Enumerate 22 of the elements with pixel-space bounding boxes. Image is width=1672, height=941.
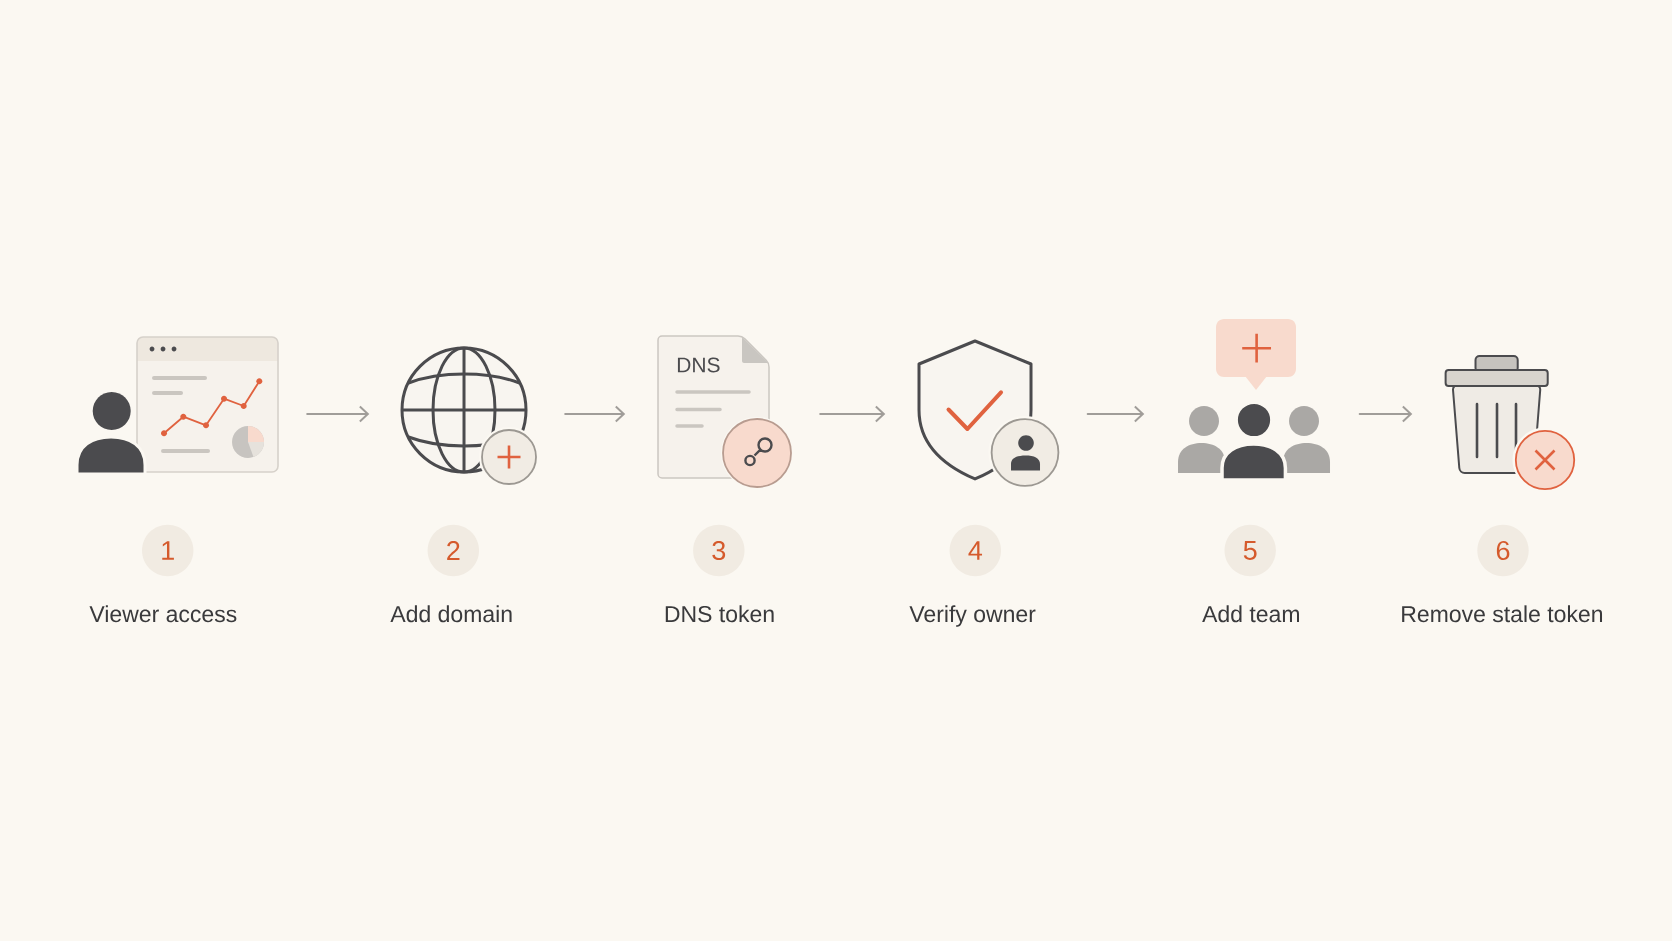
step-label: Viewer access	[89, 605, 237, 623]
team-add-icon	[1178, 319, 1330, 482]
step-label: Verify owner	[909, 605, 1036, 627]
shield-user-icon	[917, 339, 1062, 489]
step-label: Add domain	[390, 605, 512, 623]
trash-remove-icon	[1444, 355, 1578, 493]
step-number: 5	[1224, 524, 1276, 577]
user-dashboard-icon	[75, 336, 279, 476]
arrow	[1358, 405, 1413, 423]
arrow	[564, 405, 626, 423]
step-number: 2	[427, 524, 479, 577]
step-number: 3	[693, 524, 745, 577]
globe-add-icon	[400, 346, 539, 487]
arrow	[819, 405, 886, 423]
step-number: 6	[1477, 524, 1529, 577]
arrow	[306, 405, 370, 423]
arrow	[1086, 405, 1145, 423]
step-label: DNS token	[665, 605, 774, 623]
step-number: 4	[949, 524, 1001, 577]
step-label: Remove stale token	[1402, 605, 1602, 623]
step-label: Add team	[1202, 605, 1299, 623]
step-number: 1	[142, 524, 194, 577]
